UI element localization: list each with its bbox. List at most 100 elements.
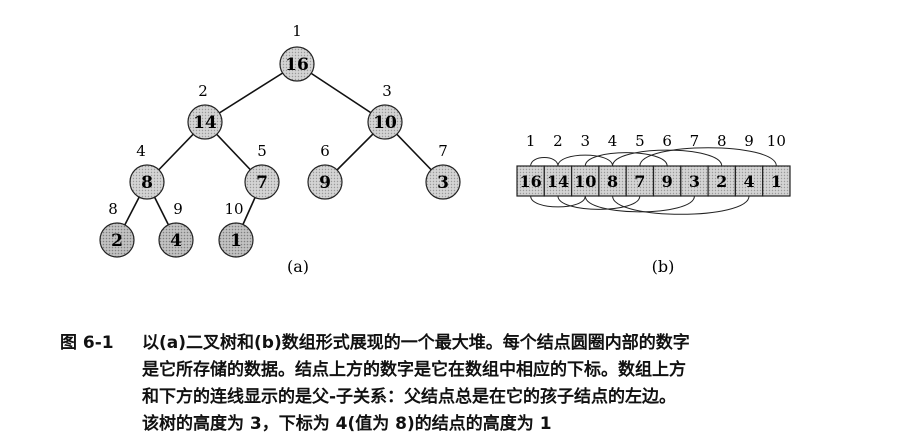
array-index: 8 xyxy=(717,132,727,150)
array-cell: 9 xyxy=(652,165,682,197)
array-index: 9 xyxy=(744,132,754,150)
tree-node: 28 xyxy=(99,200,135,258)
right-child-arc xyxy=(584,195,695,213)
array-cell-value: 7 xyxy=(634,172,645,191)
node-circle xyxy=(158,222,194,258)
subfigure-b-label: (b) xyxy=(652,257,675,276)
node-value: 7 xyxy=(256,173,268,193)
array-cell: 4 xyxy=(734,165,764,197)
array-cell: 1 xyxy=(762,165,791,197)
array-cell-box xyxy=(516,165,545,197)
tree-node: 49 xyxy=(158,200,194,258)
array-index: 2 xyxy=(553,132,563,150)
node-value: 2 xyxy=(111,231,123,251)
tree-node: 16 1 xyxy=(279,22,315,82)
array-cell-value: 8 xyxy=(607,172,618,191)
tree-node: 10 3 xyxy=(367,82,403,140)
array-cell-value: 16 xyxy=(520,172,542,191)
array-cell: 3 xyxy=(680,165,709,197)
tree-node: 14 2 xyxy=(187,82,223,140)
node-circle xyxy=(367,104,403,140)
node-circle xyxy=(218,222,254,258)
array-cell: 2 xyxy=(707,165,736,197)
array-index: 4 xyxy=(608,132,618,150)
node-circle xyxy=(279,46,315,82)
caption-line-2: 是它所存储的数据。结点上方的数字是它在数组中相应的下标。数组上方 xyxy=(142,360,686,380)
left-child-arc xyxy=(584,152,668,167)
node-value: 3 xyxy=(437,173,449,193)
array-cell-value: 9 xyxy=(662,172,673,191)
caption-label: 图 6-1 xyxy=(60,333,114,353)
array-cell: 16 xyxy=(516,165,545,197)
array-cell-value: 1 xyxy=(771,172,782,191)
caption-line-4: 该树的高度为 3，下标为 4(值为 8)的结点的高度为 1 xyxy=(142,414,552,434)
array-cell: 8 xyxy=(598,165,627,197)
node-index: 2 xyxy=(198,82,208,100)
array-index: 5 xyxy=(635,132,645,150)
node-value: 14 xyxy=(193,113,217,133)
tree-edges xyxy=(116,63,444,241)
tree-node: 84 xyxy=(129,142,165,200)
node-index: 4 xyxy=(136,142,146,160)
tree-node: 37 xyxy=(425,142,461,200)
array-index: 6 xyxy=(662,132,672,150)
tree-edge xyxy=(204,63,298,123)
tree-node: 75 xyxy=(244,142,280,200)
node-index: 6 xyxy=(320,142,330,160)
node-circle xyxy=(187,104,223,140)
array-cell: 14 xyxy=(543,165,573,197)
tree-node: 96 xyxy=(307,142,343,200)
parent-child-arcs xyxy=(530,147,777,215)
array-cell-box xyxy=(598,165,627,197)
node-circle xyxy=(244,164,280,200)
node-value: 9 xyxy=(319,173,331,193)
array-cell-box xyxy=(734,165,764,197)
node-index: 9 xyxy=(173,200,183,218)
node-value: 4 xyxy=(170,231,182,251)
left-child-arc xyxy=(557,154,614,167)
left-child-arc xyxy=(639,147,777,167)
node-circle xyxy=(99,222,135,258)
node-index: 10 xyxy=(224,200,243,218)
node-value: 1 xyxy=(230,231,242,251)
array-cell-value: 3 xyxy=(689,172,700,191)
array-cell: 10 xyxy=(570,165,600,197)
array-cell: 7 xyxy=(625,165,655,197)
node-index: 1 xyxy=(292,22,302,40)
array-index: 3 xyxy=(580,132,590,150)
left-child-arc xyxy=(612,149,723,167)
array-cell-value: 10 xyxy=(574,172,596,191)
subfigure-a-label: (a) xyxy=(287,257,309,276)
node-index: 5 xyxy=(257,142,267,160)
array-cell-box xyxy=(762,165,791,197)
node-index: 3 xyxy=(382,82,392,100)
array-index: 7 xyxy=(690,132,700,150)
node-index: 8 xyxy=(108,200,118,218)
right-child-arc xyxy=(557,195,641,210)
node-circle xyxy=(129,164,165,200)
array-cell-box xyxy=(543,165,573,197)
node-index: 7 xyxy=(438,142,448,160)
node-circle xyxy=(425,164,461,200)
node-value: 16 xyxy=(285,55,309,75)
array-cell-value: 4 xyxy=(743,172,754,191)
right-child-arc xyxy=(612,195,750,215)
array-cell-value: 14 xyxy=(547,172,569,191)
array-cell-box xyxy=(707,165,736,197)
figure-caption: 图 6-1 以(a)二叉树和(b)数组形式展现的一个最大堆。每个结点圆圈内部的数字… xyxy=(60,330,900,438)
right-child-arc xyxy=(530,195,586,208)
left-child-arc xyxy=(530,157,559,167)
node-circle xyxy=(307,164,343,200)
array-index: 1 xyxy=(526,132,536,150)
caption-line-1: 以(a)二叉树和(b)数组形式展现的一个最大堆。每个结点圆圈内部的数字 xyxy=(142,333,690,353)
node-value: 10 xyxy=(373,113,397,133)
array-cell-box xyxy=(680,165,709,197)
array-cell-value: 2 xyxy=(716,172,727,191)
tree-node: 1 10 xyxy=(218,200,254,258)
